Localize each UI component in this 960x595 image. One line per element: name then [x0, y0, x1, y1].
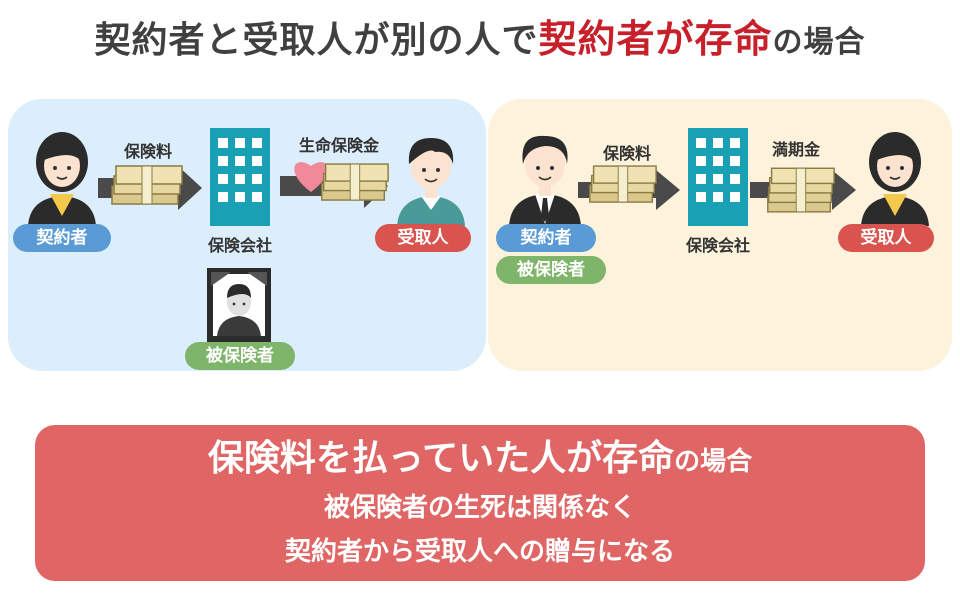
man-icon — [509, 135, 581, 226]
premium-label: 保険料 — [602, 144, 651, 163]
building-icon — [210, 128, 270, 226]
role-badge-contractor: 契約者 — [13, 224, 111, 252]
conclusion-line-2: 被保険者の生死は関係なく — [323, 493, 636, 523]
payout-label: 満期金 — [771, 140, 820, 159]
title-accent: 契約者が存命 — [538, 17, 773, 61]
conclusion-line-1-main: 保険料を払っていた人が存命 — [207, 438, 675, 479]
money-icon — [321, 163, 389, 201]
conclusion-line-3: 契約者から受取人への贈与になる — [284, 537, 675, 567]
role-badge-recipient: 受取人 — [838, 224, 934, 252]
payout-label: 生命保険金 — [298, 136, 379, 155]
page-title: 契約者と受取人が別の人で契約者が存命の場合 — [0, 8, 960, 63]
heart-icon — [294, 162, 328, 192]
role-badge-recipient: 受取人 — [375, 224, 471, 252]
role-badge-insured: 被保険者 — [496, 256, 606, 284]
title-part1: 契約者と受取人が別の人で — [94, 20, 539, 61]
title-part2: の場合 — [772, 25, 866, 60]
insurance-company-label: 保険会社 — [207, 236, 272, 255]
money-icon — [767, 167, 835, 213]
insurance-company-label: 保険会社 — [685, 236, 750, 255]
woman-icon — [861, 132, 929, 226]
conclusion-line-1-small: の場合 — [674, 447, 753, 477]
man-icon — [397, 138, 465, 226]
money-icon — [111, 165, 183, 205]
woman-icon — [28, 132, 96, 226]
memorial-photo-icon — [207, 268, 271, 342]
role-badge-contractor: 契約者 — [496, 224, 596, 252]
role-badge-insured: 被保険者 — [185, 342, 295, 370]
money-icon — [589, 165, 657, 203]
premium-label: 保険料 — [123, 142, 172, 161]
building-icon — [688, 128, 748, 226]
conclusion-banner: 保険料を払っていた人が存命の場合 被保険者の生死は関係なく 契約者から受取人への… — [35, 425, 925, 581]
conclusion-line-1: 保険料を払っていた人が存命の場合 — [35, 429, 925, 481]
